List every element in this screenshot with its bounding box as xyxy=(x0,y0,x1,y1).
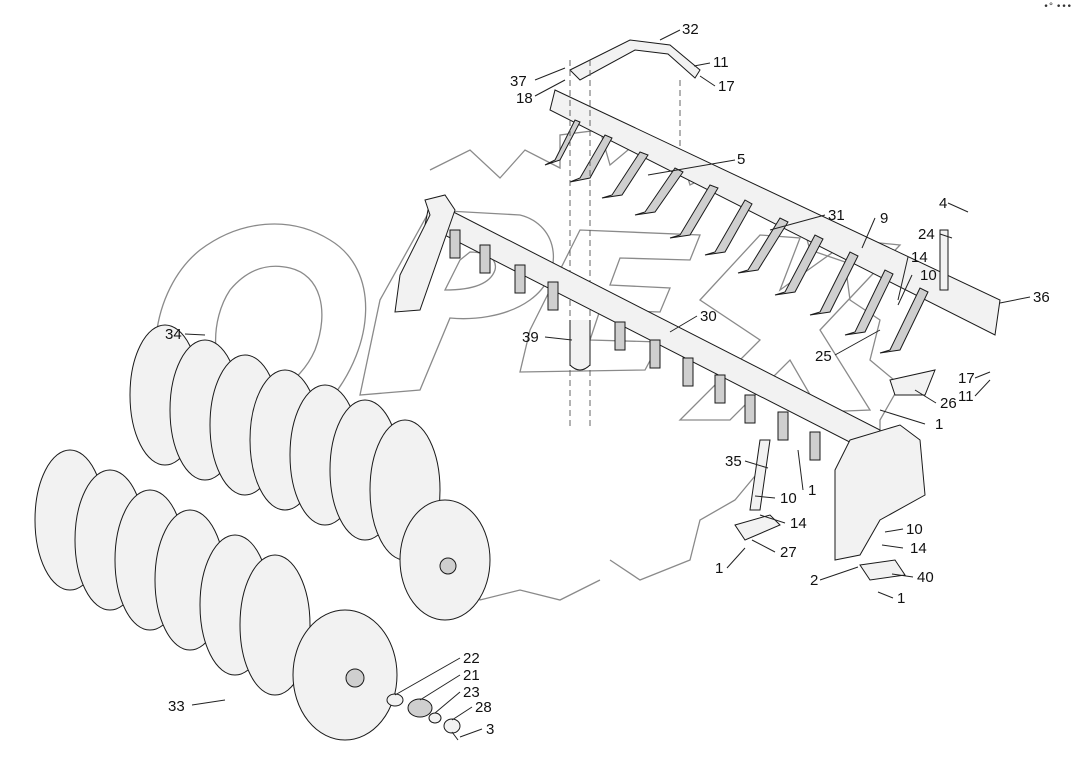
bracket-40 xyxy=(859,559,906,581)
bar-24 xyxy=(939,229,949,291)
callout-31: 31 xyxy=(828,207,845,224)
frame-assembly xyxy=(394,39,1001,581)
watermark-gear-outline xyxy=(429,129,901,601)
callout-26: 26 xyxy=(940,395,957,412)
callout-10: 10 xyxy=(920,267,937,284)
callout-10: 10 xyxy=(906,521,923,538)
top-bracket-32 xyxy=(569,39,701,81)
callout-14: 14 xyxy=(790,515,807,532)
callout-35: 35 xyxy=(725,453,742,470)
callout-2: 2 xyxy=(810,572,818,589)
callout-1: 1 xyxy=(935,416,943,433)
callout-10: 10 xyxy=(780,490,797,507)
roller-hardware xyxy=(386,693,461,741)
callout-1: 1 xyxy=(715,560,723,577)
callout-11: 11 xyxy=(958,388,974,405)
callout-14: 14 xyxy=(911,249,928,266)
bracket-26 xyxy=(889,369,936,396)
callout-28: 28 xyxy=(475,699,492,716)
callout-25: 25 xyxy=(815,348,832,365)
callout-24: 24 xyxy=(918,226,935,243)
left-side-arm xyxy=(394,194,456,313)
upper-roller-34 xyxy=(129,324,491,621)
callout-14: 14 xyxy=(910,540,927,557)
callout-9: 9 xyxy=(880,210,888,227)
callout-40: 40 xyxy=(917,569,934,586)
callout-3: 3 xyxy=(486,721,494,738)
callout-33: 33 xyxy=(168,698,185,715)
support-arm-35 xyxy=(749,439,771,511)
watermark-letter-x xyxy=(678,234,902,421)
hidden-line-post xyxy=(569,60,681,430)
leader-lines xyxy=(184,29,1031,738)
corner-mark: •° ••• xyxy=(1043,2,1072,12)
callout-22: 22 xyxy=(463,650,480,667)
callout-17: 17 xyxy=(958,370,975,387)
lower-roller-33 xyxy=(34,449,398,741)
callout-21: 21 xyxy=(463,667,480,684)
u-bolt-39 xyxy=(569,320,591,371)
callout-17: 17 xyxy=(718,78,735,95)
callout-30: 30 xyxy=(700,308,717,325)
callout-23: 23 xyxy=(463,684,480,701)
callout-11: 11 xyxy=(713,54,729,71)
bracket-27 xyxy=(734,514,781,541)
callout-37: 37 xyxy=(510,73,527,90)
right-end-plate-2 xyxy=(834,424,926,561)
callout-39: 39 xyxy=(522,329,539,346)
callout-1: 1 xyxy=(897,590,905,607)
front-tines xyxy=(449,229,821,461)
callout-36: 36 xyxy=(1033,289,1050,306)
callout-1: 1 xyxy=(808,482,816,499)
callout-27: 27 xyxy=(780,544,797,561)
callout-4: 4 xyxy=(939,195,947,212)
callout-5: 5 xyxy=(737,151,745,168)
callout-18: 18 xyxy=(516,90,533,107)
callout-labels: 32 37 18 11 17 5 31 9 4 24 14 10 36 30 3… xyxy=(165,21,1050,738)
callout-32: 32 xyxy=(682,21,699,38)
callout-34: 34 xyxy=(165,326,182,343)
rear-tines xyxy=(544,119,929,354)
watermark-letter-e xyxy=(519,229,701,373)
